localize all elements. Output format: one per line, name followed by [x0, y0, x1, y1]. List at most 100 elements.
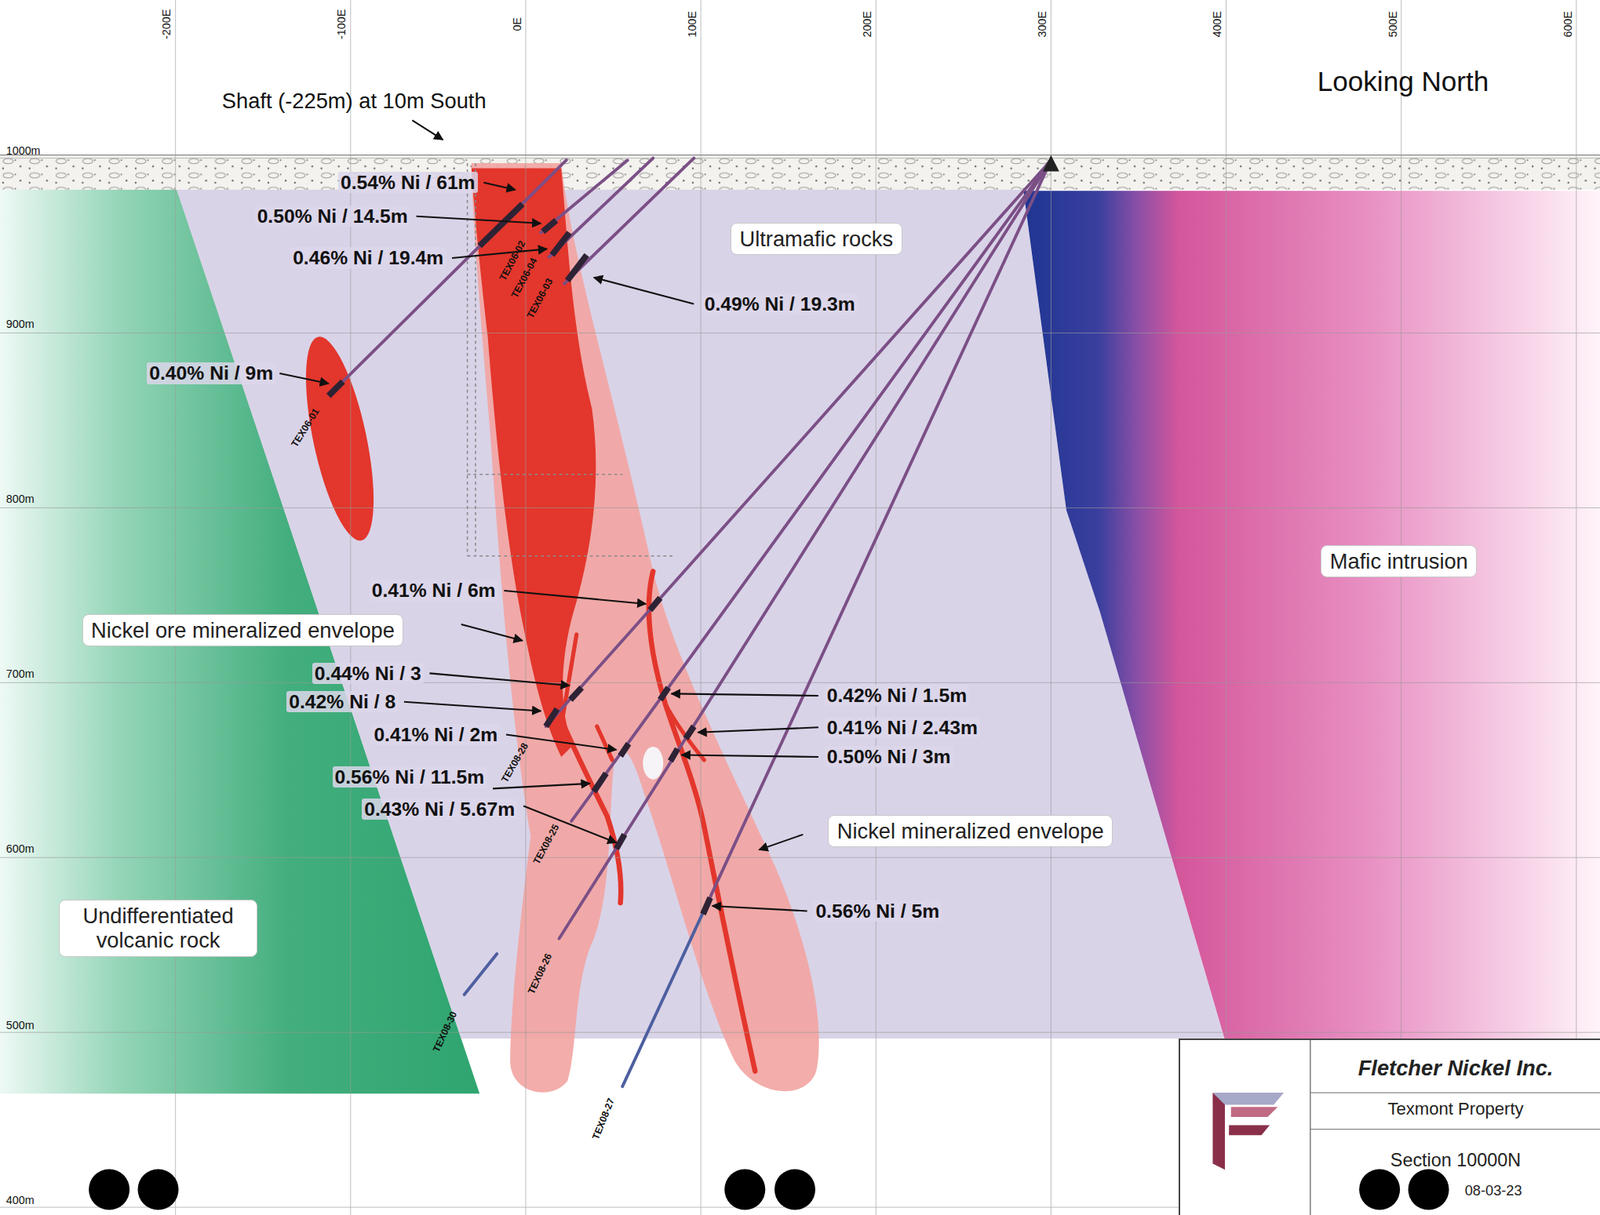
assay-label: 0.46% Ni / 19.4m — [290, 247, 446, 269]
assay-label: 0.42% Ni / 8 — [286, 691, 398, 713]
note-label: 700m — [6, 668, 35, 682]
section-stroke — [492, 783, 591, 790]
section-stroke — [1042, 155, 1060, 172]
mafic-unit — [1023, 190, 1600, 1039]
axis-label: 100E — [686, 11, 700, 38]
section-stroke — [571, 160, 1051, 822]
section-stroke — [597, 726, 613, 761]
unit-label-box: Undifferentiated volcanic rock — [58, 900, 259, 958]
collar — [1042, 155, 1060, 172]
assay-label: 0.43% Ni / 5.67m — [361, 798, 518, 821]
section-stroke — [622, 906, 707, 1087]
section-stroke — [552, 233, 570, 256]
note-label: 1000m — [6, 145, 41, 158]
unit-label-box: Ultramafic rocks — [730, 222, 902, 256]
section-stroke — [697, 727, 818, 733]
company-logo — [1212, 1093, 1284, 1170]
section-stroke — [524, 0, 526, 1215]
section-stroke — [0, 682, 1600, 684]
drill-holes — [331, 158, 1052, 1088]
title-field: 08-03-23 — [1465, 1183, 1523, 1200]
section-stroke — [724, 1169, 766, 1211]
section-stroke — [0, 157, 1600, 159]
assay-label: 0.56% Ni / 5m — [812, 900, 942, 923]
note-label: 800m — [6, 493, 35, 507]
section-stroke — [464, 954, 498, 995]
section-stroke — [703, 898, 711, 915]
section-stroke — [479, 204, 523, 246]
unit-name: Nickel ore mineralized envelope — [91, 618, 395, 643]
unit-label-box: Nickel mineralized envelope — [827, 815, 1113, 848]
assay-label: 0.41% Ni / 2.43m — [824, 717, 981, 739]
section-stroke — [174, 0, 176, 1215]
section-stroke — [563, 634, 577, 715]
assay-label: 0.56% Ni / 11.5m — [332, 766, 488, 788]
assay-label: 0.54% Ni / 61m — [338, 171, 478, 194]
section-stroke — [474, 163, 477, 557]
section-stroke — [875, 0, 877, 1215]
section-stroke — [659, 688, 668, 701]
axis-label: 600E — [1562, 11, 1575, 38]
assay-label: 0.50% Ni / 3m — [824, 746, 954, 768]
section-stroke — [88, 1169, 130, 1211]
section-stroke — [0, 857, 1600, 859]
section-stroke — [670, 749, 678, 762]
note-label: 400m — [6, 1195, 35, 1208]
section-stroke — [0, 332, 1600, 334]
section-stroke — [712, 906, 808, 912]
unit-name: Undifferentiated volcanic rock — [67, 903, 249, 954]
shaft — [467, 163, 675, 557]
assay-intercepts — [328, 204, 711, 915]
divider — [1309, 1040, 1311, 1215]
assay-label: 0.42% Ni / 1.5m — [824, 685, 970, 707]
divider — [1310, 1092, 1600, 1094]
axis-label: 300E — [1036, 11, 1050, 38]
section-stroke — [685, 726, 694, 740]
unit-name: Ultramafic rocks — [739, 226, 893, 252]
section-stroke — [1212, 1093, 1225, 1170]
section-stroke — [483, 182, 515, 190]
section-stroke — [404, 702, 541, 712]
section-stroke — [331, 160, 567, 394]
section-stroke — [549, 158, 654, 258]
section-stroke — [564, 158, 694, 285]
assay-label: 0.41% Ni / 6m — [369, 579, 499, 602]
section-stroke — [466, 163, 469, 557]
section-stroke — [467, 555, 675, 558]
overburden — [0, 155, 1600, 190]
note-label: 600m — [6, 843, 35, 857]
ore-stringers — [559, 571, 756, 1072]
note-label: 900m — [6, 318, 35, 332]
title-block: Fletcher Nickel Inc.Texmont PropertySect… — [1178, 1038, 1600, 1215]
axis-label: -100E — [336, 9, 350, 40]
section-stroke — [1575, 0, 1577, 1215]
section-stroke — [1400, 0, 1402, 1215]
section-stroke — [429, 673, 569, 686]
section-stroke — [1212, 1093, 1284, 1105]
axis-label: TEX08-27 — [590, 1097, 617, 1142]
section-stroke — [543, 220, 557, 232]
envelope-hole — [642, 747, 664, 780]
section-stroke — [1228, 1125, 1270, 1136]
section-stroke — [1408, 1169, 1450, 1211]
section-stroke — [671, 693, 819, 697]
section-stroke — [451, 248, 547, 259]
axis-label: 0E — [511, 17, 525, 32]
section-stroke — [1231, 1107, 1279, 1118]
unit-label-box: Mafic intrusion — [1320, 545, 1477, 578]
section-stroke — [1359, 1169, 1400, 1211]
section-stroke — [758, 834, 803, 851]
unit-name: Nickel mineralized envelope — [837, 819, 1105, 844]
note-label: 500m — [6, 1020, 35, 1033]
unit-label-box: Nickel ore mineralized envelope — [82, 614, 405, 647]
section-stroke — [467, 473, 624, 476]
section-stroke — [1225, 0, 1227, 1215]
section-stroke — [1050, 0, 1052, 1215]
section-stroke — [546, 709, 558, 727]
section-stroke — [0, 1032, 1600, 1034]
unit-name: Mafic intrusion — [1330, 549, 1469, 574]
